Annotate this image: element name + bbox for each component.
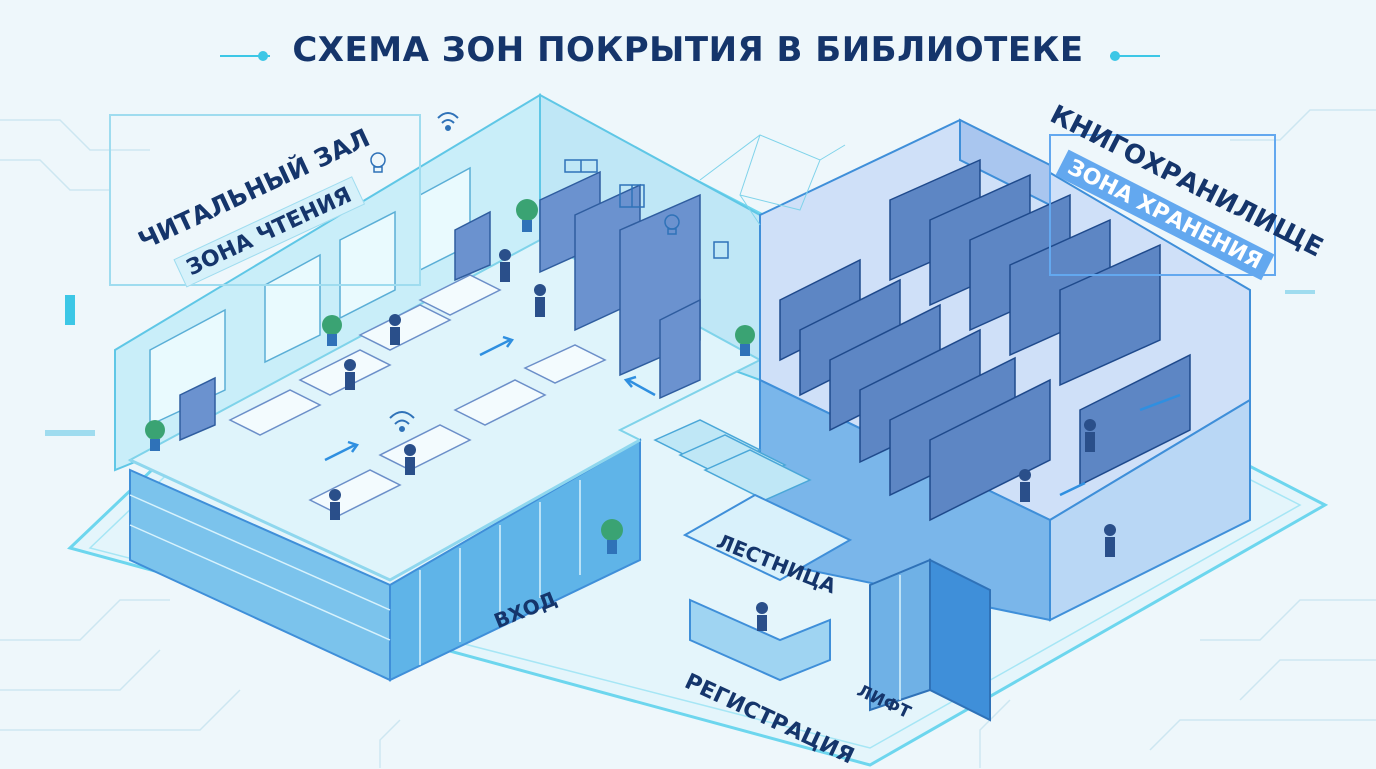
wifi-icon: [389, 112, 459, 432]
person-icons: [329, 249, 546, 520]
registration-desk: [682, 493, 853, 682]
storage-person-icons: [1019, 419, 1116, 557]
arrow-icons: [324, 335, 1181, 497]
title-line-left: [220, 55, 270, 57]
page-title: СХЕМА ЗОН ПОКРЫТИЯ В БИБЛИОТЕКЕ: [292, 30, 1084, 70]
title-line-right: [1110, 55, 1160, 57]
book-depository: [759, 118, 1251, 622]
stairs: [653, 419, 812, 501]
book-icon: [564, 159, 729, 259]
storage-shelves: [779, 158, 1191, 522]
elevator: [869, 558, 991, 722]
side-indicators: [45, 114, 1315, 436]
potted-plant-icon: [145, 199, 755, 554]
windows: [149, 166, 471, 427]
reading-shelves: [179, 170, 701, 442]
circuit-background: [0, 109, 1376, 768]
lightbulb-icon: [370, 152, 680, 235]
network-lines: [699, 134, 846, 226]
title-dot-left: [258, 51, 268, 61]
